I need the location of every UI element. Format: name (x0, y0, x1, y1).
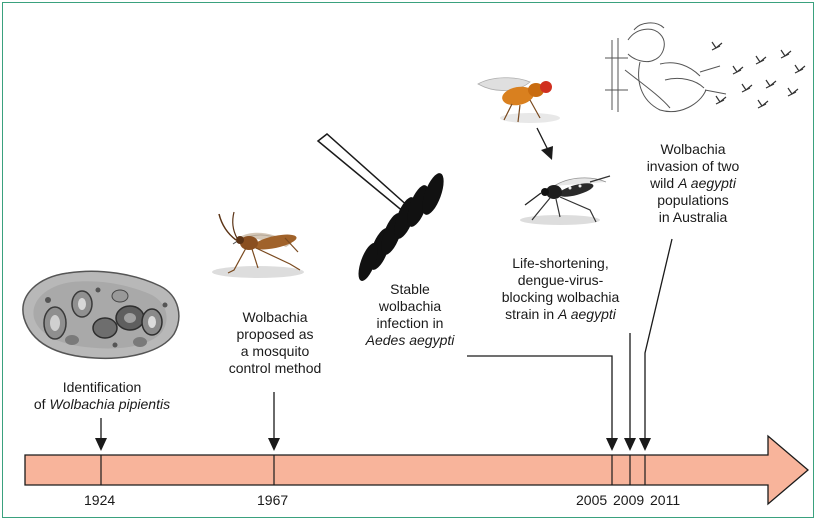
event-label-2005: Stable wolbachia infection in Aedes aegy… (351, 281, 469, 349)
event-1967-line4: control method (229, 360, 322, 376)
fly-to-mosquito-arrow (537, 128, 553, 160)
year-label-1967: 1967 (257, 492, 288, 508)
aedes-mosquito-image (520, 176, 610, 225)
event-2011-line1: Wolbachia (660, 141, 725, 157)
event-2009-line2: dengue-virus- (518, 272, 604, 288)
fruit-fly-image (478, 78, 560, 123)
event-label-2011: Wolbachia invasion of two wild A aegypti… (633, 141, 753, 226)
timeline-arrow (25, 436, 808, 504)
event-2011-species: A aegypti (678, 175, 736, 191)
pointer-2005 (467, 356, 618, 451)
year-label-2005: 2005 (576, 492, 607, 508)
event-2005-line3: infection in (377, 315, 444, 331)
event-2009-line3: blocking wolbachia (502, 289, 620, 305)
event-1924-line2-prefix: of (34, 396, 50, 412)
needle-and-eggs-image (318, 134, 448, 283)
event-1924-line1: Identification (63, 379, 142, 395)
wolbachia-micrograph-image (23, 271, 179, 358)
year-label-2011: 2011 (650, 492, 680, 508)
event-2011-line4: populations (657, 192, 729, 208)
pointer-1924 (95, 418, 107, 451)
mosquito-release-sketch-image (605, 23, 805, 112)
event-1967-line1: Wolbachia (242, 309, 307, 325)
released-mosquitoes (712, 42, 805, 108)
event-2011-line2: invasion of two (647, 158, 740, 174)
event-2009-line1: Life-shortening, (512, 255, 609, 271)
event-2009-line4-prefix: strain in (505, 306, 558, 322)
event-1924-species: Wolbachia pipientis (49, 396, 170, 412)
pointer-1967 (268, 392, 280, 451)
event-2009-species: A aegypti (558, 306, 616, 322)
event-label-1924: Identification of Wolbachia pipientis (32, 379, 172, 413)
event-1967-line3: a mosquito (241, 343, 309, 359)
event-2011-line5: in Australia (659, 209, 727, 225)
event-2005-line2: wolbachia (379, 298, 441, 314)
event-2005-line1: Stable (390, 281, 430, 297)
event-2011-line3-prefix: wild (650, 175, 678, 191)
event-2005-species: Aedes aegypti (366, 332, 455, 348)
year-label-2009: 2009 (613, 492, 644, 508)
mosquito-image (212, 212, 304, 278)
pointer-2011 (639, 239, 672, 451)
event-1967-line2: proposed as (236, 326, 313, 342)
pointer-2009 (624, 333, 636, 451)
event-label-2009: Life-shortening, dengue-virus- blocking … (488, 255, 633, 323)
event-label-1967: Wolbachia proposed as a mosquito control… (205, 309, 345, 377)
year-label-1924: 1924 (84, 492, 115, 508)
